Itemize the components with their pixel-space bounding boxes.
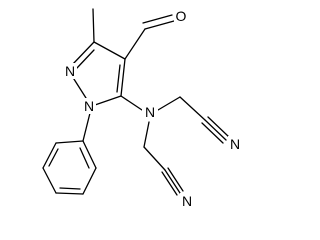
bond-cho-o-a bbox=[144, 20, 175, 30]
bond-ph-inner-2 bbox=[59, 187, 81, 190]
bond-ch2-cn-lower bbox=[143, 146, 166, 171]
bond-methyl bbox=[92, 8, 95, 43]
bond-n1-n2 bbox=[71, 75, 87, 99]
atom-label-n-nitrile-lower: N bbox=[182, 193, 192, 209]
atom-label-n-nitrile-upper: N bbox=[230, 136, 240, 152]
bond-ph-3 bbox=[42, 167, 57, 194]
bond-cho-o-b bbox=[142, 14, 173, 24]
bond-n2-c3-inner bbox=[76, 49, 95, 69]
bond-ph-4 bbox=[55, 192, 84, 195]
bond-ph-inner-1 bbox=[48, 148, 59, 167]
bond-n2-c3 bbox=[71, 41, 95, 66]
bond-triple-lower-a bbox=[164, 169, 181, 194]
atom-o-aldehyde: O bbox=[174, 8, 188, 24]
bond-ph-2 bbox=[42, 142, 57, 169]
bond-ch2-cn-upper bbox=[179, 96, 206, 121]
bond-c3-c4 bbox=[93, 41, 126, 60]
bond-c5-namine bbox=[120, 95, 143, 111]
bond-c4-cho bbox=[124, 28, 146, 60]
bond-c5-n1 bbox=[91, 95, 122, 107]
bond-triple-lower-b bbox=[167, 167, 184, 192]
bond-namine-ch2-lower bbox=[143, 121, 150, 148]
bond-namine-ch2-upper bbox=[157, 96, 181, 111]
bond-triple-lower-c bbox=[161, 171, 178, 196]
bond-c4-c5-inner bbox=[116, 64, 121, 93]
atom-n-amine: N bbox=[142, 102, 158, 120]
atom-n-ring-2: N bbox=[63, 63, 77, 79]
atom-label-n1: N bbox=[84, 98, 94, 114]
atom-n-ring-1: N bbox=[82, 98, 96, 114]
bond-triple-upper-b bbox=[207, 116, 230, 138]
molecule-structure: O N N N N N bbox=[42, 8, 242, 209]
bond-triple-upper-c bbox=[201, 122, 224, 144]
bond-c4-c5 bbox=[120, 58, 126, 97]
atom-label-n2: N bbox=[65, 63, 75, 79]
bond-n1-phenyl bbox=[82, 112, 91, 142]
bond-ph-inner-3 bbox=[79, 147, 90, 169]
bond-triple-upper-a bbox=[204, 119, 227, 141]
atom-label-namine: N bbox=[145, 104, 155, 120]
atom-labels: O N N N N N bbox=[63, 8, 242, 209]
atom-n-nitrile-lower: N bbox=[180, 193, 194, 209]
bond-ph-6 bbox=[82, 140, 97, 169]
atom-n-nitrile-upper: N bbox=[228, 136, 242, 152]
atom-label-o: O bbox=[176, 8, 187, 24]
bonds bbox=[42, 8, 230, 196]
bond-ph-1 bbox=[55, 140, 84, 144]
bond-ph-5 bbox=[82, 167, 97, 195]
